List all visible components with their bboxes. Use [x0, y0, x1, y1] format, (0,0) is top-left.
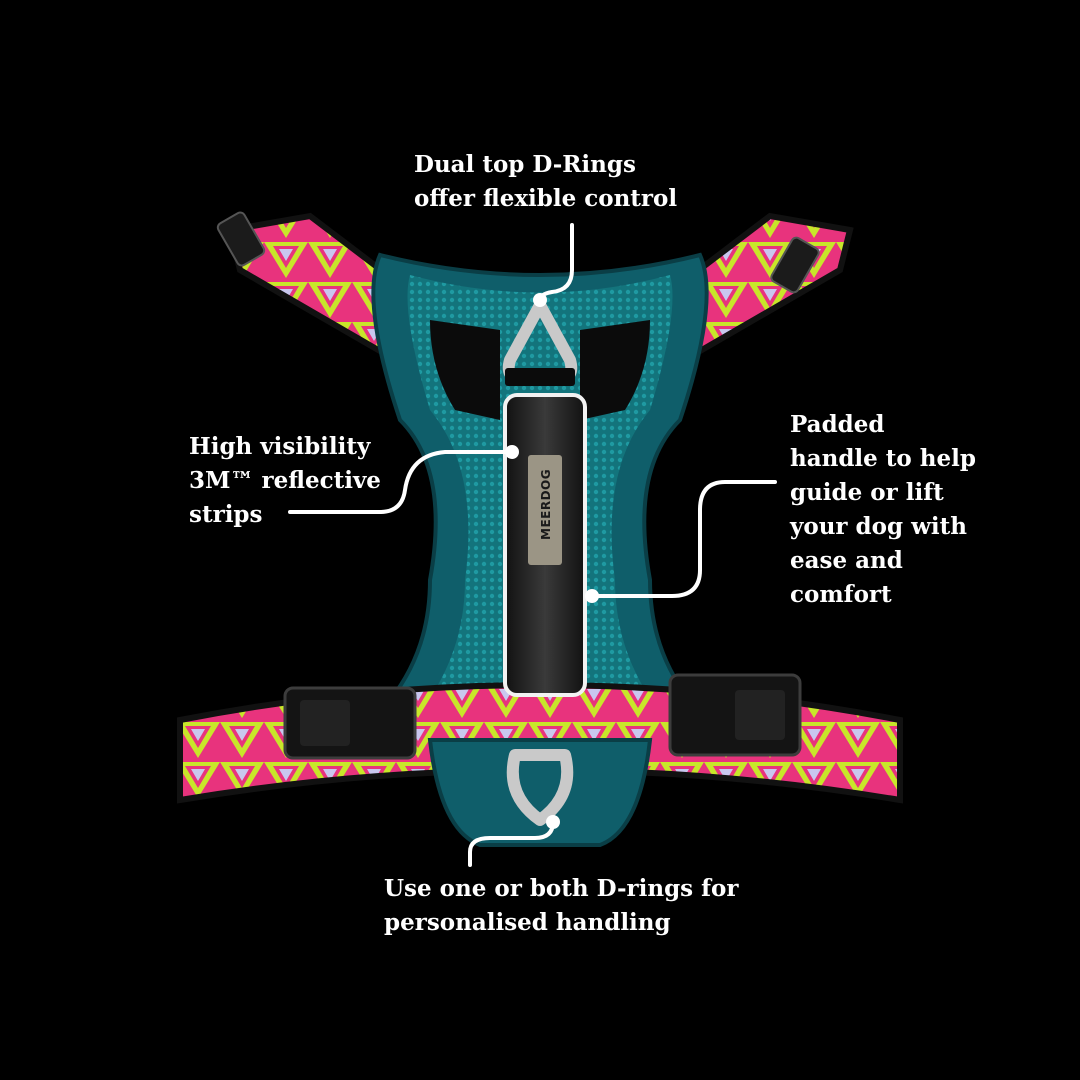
callout-right-line-3: guide or lift: [790, 479, 944, 506]
callout-padded-handle: Padded handle to help guide or lift your…: [790, 408, 976, 612]
padded-handle: MEERDOG: [503, 393, 587, 697]
callout-top-line-1: Dual top D-Rings: [414, 151, 636, 178]
dot-right: [585, 589, 599, 603]
callout-bottom-line-1: Use one or both D-rings for: [384, 875, 739, 902]
left-strap-adjuster: [216, 211, 266, 267]
brand-logo: MEERDOG: [539, 469, 553, 540]
callout-right-line-4: your dog with: [790, 513, 967, 540]
callout-reflective-strips: High visibility 3M™ reflective strips: [189, 430, 381, 532]
callout-left-line-1: High visibility: [189, 433, 371, 460]
callout-left-line-3: strips: [189, 501, 263, 528]
leader-dots: [505, 293, 599, 829]
dot-top: [533, 293, 547, 307]
top-d-ring: [502, 299, 578, 386]
callout-right-line-5: ease and: [790, 547, 903, 574]
callout-top-line-2: offer flexible control: [414, 185, 678, 212]
callout-left-line-2: 3M™ reflective: [189, 467, 381, 494]
callout-bottom-d-rings: Use one or both D-rings for personalised…: [384, 872, 738, 940]
callout-top-d-rings: Dual top D-Rings offer flexible control: [414, 148, 677, 216]
dot-left: [505, 445, 519, 459]
right-buckle: [668, 673, 802, 757]
chest-pad: [427, 738, 653, 847]
leader-line-right: [590, 480, 777, 598]
leader-line-bottom: [468, 820, 555, 867]
black-shoulder-panel-right: [580, 320, 650, 420]
callout-right-line-2: handle to help: [790, 445, 976, 472]
leader-lines: [288, 223, 777, 867]
leader-line-left: [288, 450, 514, 514]
callout-bottom-line-2: personalised handling: [384, 909, 671, 936]
handle-label-patch: [528, 455, 562, 565]
left-buckle: [283, 686, 417, 760]
dot-bottom: [546, 815, 560, 829]
callout-right-line-6: comfort: [790, 581, 892, 608]
right-strap-adjuster: [770, 236, 820, 294]
bottom-d-ring: [506, 749, 574, 826]
callout-right-line-1: Padded: [790, 411, 885, 438]
black-shoulder-panel-left: [430, 320, 500, 420]
